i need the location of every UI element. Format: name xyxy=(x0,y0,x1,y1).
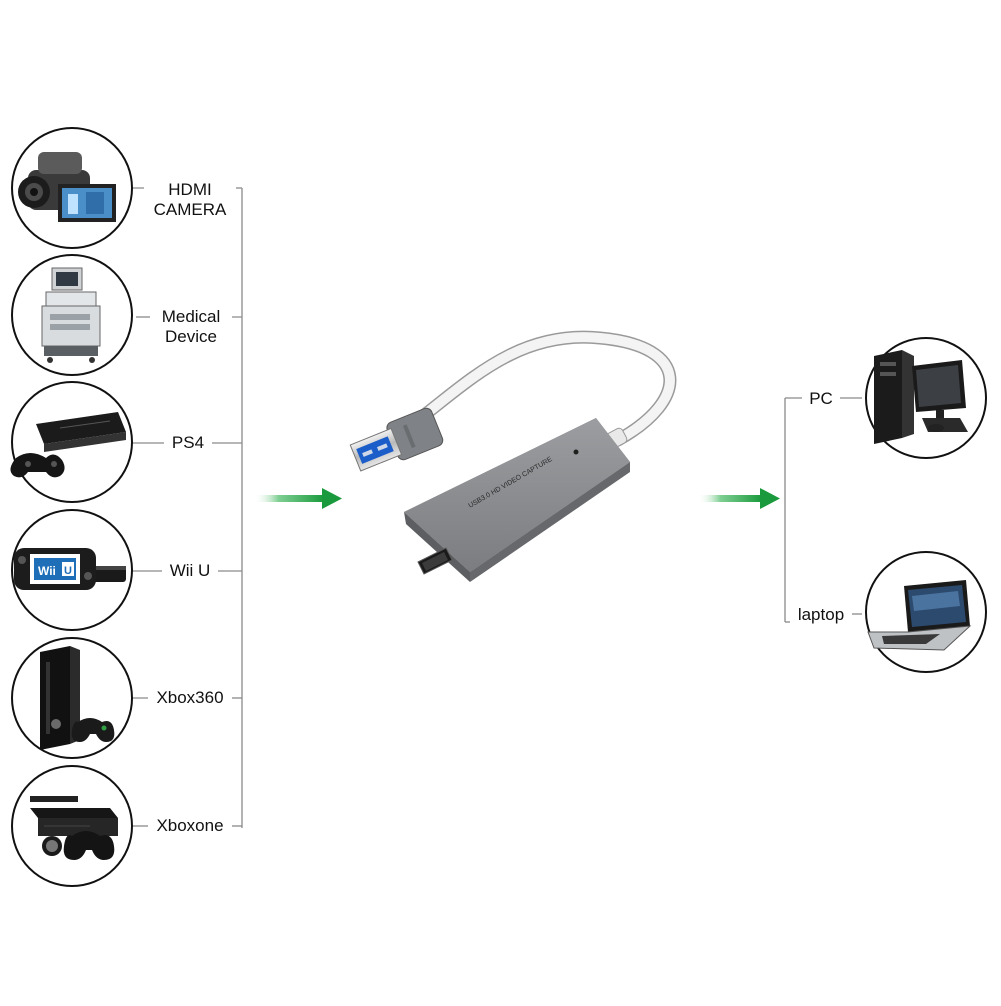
svg-text:Wii: Wii xyxy=(38,564,56,578)
output-label-pc: PC xyxy=(802,389,840,409)
input-label-wii-u: Wii U xyxy=(162,561,218,581)
camcorder-icon xyxy=(18,152,116,222)
xbox360-console-icon xyxy=(40,646,115,750)
input-label-xboxone: Xboxone xyxy=(148,816,232,836)
wii-u-console-icon: Wii U xyxy=(14,548,126,590)
laptop-icon xyxy=(867,580,972,651)
svg-text:U: U xyxy=(64,565,72,577)
input-label-xbox360: Xbox360 xyxy=(148,688,232,708)
ps4-console-icon xyxy=(10,412,126,478)
input-bus-lines xyxy=(128,187,243,828)
input-flow-arrow xyxy=(254,488,342,509)
output-flow-arrow xyxy=(698,488,780,509)
desktop-pc-icon xyxy=(874,350,968,444)
ultrasound-machine-icon xyxy=(41,267,101,363)
output-bus-lines xyxy=(784,397,862,623)
input-circles xyxy=(11,127,133,887)
input-label-ps4: PS4 xyxy=(164,433,212,453)
output-label-laptop: laptop xyxy=(790,605,852,625)
xbox-one-console-icon xyxy=(30,796,118,860)
usb-hdmi-capture-card: USB3.0 HD VIDEO CAPTURE xyxy=(349,330,677,582)
